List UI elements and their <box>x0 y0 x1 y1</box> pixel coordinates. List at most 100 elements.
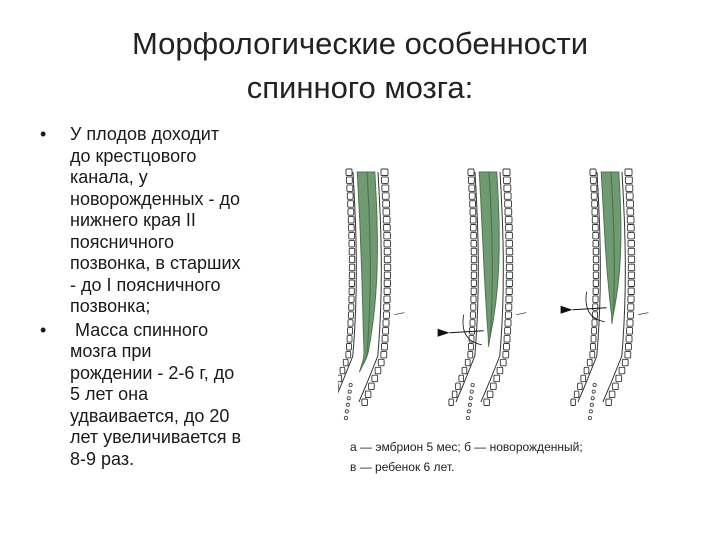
coccyx-segment <box>348 382 353 387</box>
vertebra-body <box>348 247 356 256</box>
bullet-marker: • <box>40 124 47 144</box>
vertebra-body <box>592 271 600 280</box>
vertebra-arch <box>380 176 389 184</box>
vertebra-body <box>592 279 599 287</box>
vertebra-body <box>469 200 476 208</box>
vertebra-body <box>592 247 600 256</box>
coccyx-segment <box>469 389 474 394</box>
vertebra-body <box>590 192 598 200</box>
vertebra-arch <box>627 255 636 264</box>
vertebra-arch <box>383 263 392 272</box>
vertebra-arch <box>505 231 513 240</box>
vertebra-arch <box>383 247 392 256</box>
cord-central-line <box>363 171 371 364</box>
bullet-marker: • <box>40 319 47 340</box>
title-line-1: Морфологические особенности <box>131 26 589 61</box>
coccyx-segment <box>589 402 594 407</box>
vertebra-body <box>580 374 587 383</box>
bullet-1-line: позвонка; <box>70 296 151 316</box>
vertebra-body <box>346 184 354 192</box>
pointer-arrow <box>437 328 450 337</box>
coccyx-segment <box>587 415 592 420</box>
coccyx-segment <box>590 396 595 401</box>
bullet-2-line: Масса спинного <box>70 319 209 340</box>
coccyx-segment <box>470 382 475 387</box>
vertebra-arch <box>502 168 511 176</box>
vertebra-arch <box>626 327 634 335</box>
vertebra-body <box>470 224 477 232</box>
vertebra-body <box>348 295 355 303</box>
vertebra-body <box>577 382 583 391</box>
coccyx-segment <box>465 415 470 420</box>
vertebra-body <box>592 295 599 303</box>
coccyx-segment <box>588 409 593 414</box>
bullet-2-line: 5 лет она <box>70 384 149 404</box>
coccyx-segment <box>468 396 473 401</box>
vertebra-body <box>346 335 353 343</box>
vertebra-body <box>347 319 354 327</box>
vertebra-body <box>345 350 352 359</box>
vertebra-body <box>592 303 599 311</box>
caption-line-1: а — эмбрион 5 мес; б — новорожденный; <box>350 440 583 454</box>
coccyx-segment <box>344 409 349 414</box>
vertebra-arch <box>505 295 513 303</box>
vertebra-arch <box>627 231 635 240</box>
bullet-2-line: рождении - 2-6 г, до <box>70 362 235 383</box>
bullet-1-line: нижнего края II <box>70 210 196 230</box>
vertebra-body <box>590 343 596 351</box>
vertebra-body <box>470 231 477 240</box>
vertebra-arch <box>627 295 635 303</box>
bullet-1-line: поясничного <box>70 231 175 252</box>
vertebra-arch <box>504 216 513 224</box>
vertebra-arch <box>625 192 634 200</box>
caption-line-2: в — ребенок 6 лет. <box>350 460 455 474</box>
vertebra-body <box>467 350 474 359</box>
vertebra-arch <box>627 263 636 272</box>
vertebra-arch <box>381 192 390 200</box>
spinal-cord <box>356 171 378 373</box>
coccyx-segment <box>345 402 350 407</box>
vertebra-body <box>470 247 478 256</box>
vertebra-arch <box>383 287 391 295</box>
vertebra-body <box>592 231 599 240</box>
vertebra-arch <box>382 216 391 224</box>
vertebra-body <box>583 366 590 375</box>
canal-wall <box>455 171 479 403</box>
spine-specimen <box>437 168 527 420</box>
vertebra-body <box>348 255 356 264</box>
vertebra-arch <box>627 303 635 311</box>
vertebra-body <box>589 176 597 184</box>
vertebra-body <box>345 168 353 176</box>
vertebra-body <box>470 303 477 311</box>
vertebra-arch <box>380 350 388 359</box>
vertebra-body <box>342 358 349 367</box>
vertebra-arch <box>383 231 391 240</box>
vertebra-body <box>591 216 599 224</box>
bullet-list: • У плодов доходит до крестцового канала… <box>38 124 308 472</box>
vertebra-body <box>591 327 598 335</box>
vertebra-arch <box>504 327 512 335</box>
vertebra-body <box>592 263 600 272</box>
vertebra-body <box>470 279 477 287</box>
bullet-1-line: У плодов доходит <box>70 124 220 144</box>
vertebra-body <box>468 192 476 200</box>
vertebra-arch <box>382 327 390 335</box>
vertebra-body <box>470 287 477 295</box>
vertebra-arch <box>503 343 510 351</box>
vertebra-arch <box>505 303 513 311</box>
level-tick <box>638 312 649 315</box>
vertebra-arch <box>626 200 634 208</box>
vertebra-arch <box>383 255 392 264</box>
vertebra-arch <box>505 247 514 256</box>
cord-central-line <box>610 171 615 315</box>
figure-caption: а — эмбрион 5 мес; б — новорожденный; в … <box>350 437 690 477</box>
vertebra-arch <box>383 303 391 311</box>
vertebra-body <box>467 168 475 176</box>
vertebra-arch <box>382 208 391 216</box>
vertebra-arch <box>381 335 389 343</box>
coccyx-segment <box>343 415 348 420</box>
vertebra-body <box>470 271 478 280</box>
vertebra-body <box>348 279 355 287</box>
bullet-1-line: до крестцового <box>70 145 197 166</box>
vertebra-body <box>592 239 599 248</box>
